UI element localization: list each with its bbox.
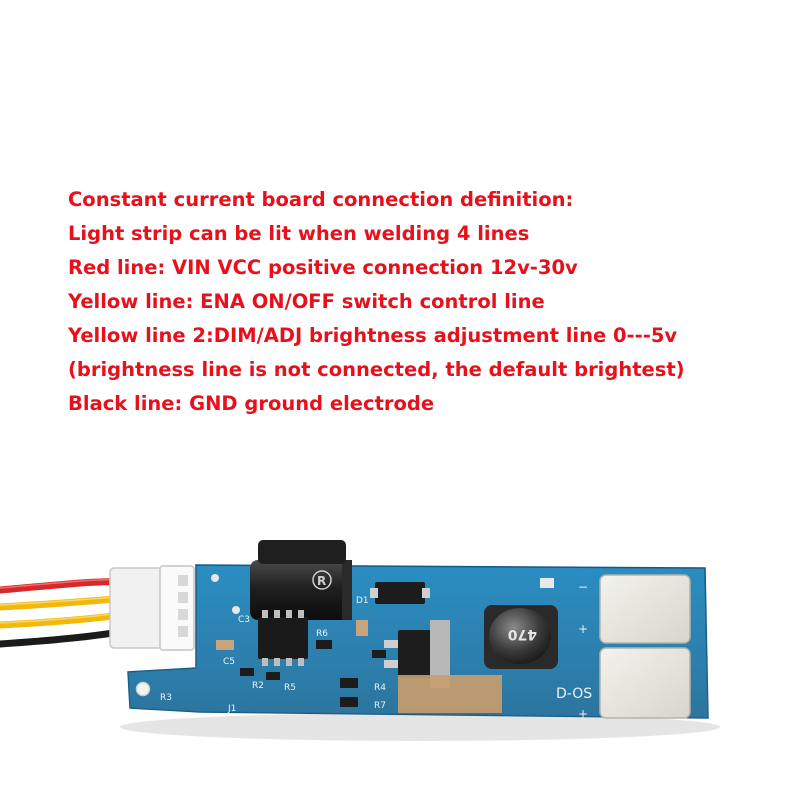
svg-text:R: R bbox=[317, 574, 326, 588]
silk-r5: R5 bbox=[284, 683, 296, 693]
silk-plus-bottom: + bbox=[578, 707, 588, 721]
inductor-marking: 470 bbox=[508, 626, 537, 642]
wire-connector bbox=[109, 565, 195, 651]
caption-line-black-wire: Black line: GND ground electrode bbox=[68, 392, 435, 415]
caption-line-yellow-wire: Yellow line: ENA ON/OFF switch control l… bbox=[68, 290, 545, 313]
board-shadow bbox=[120, 713, 720, 741]
caption-line-title: Constant current board connection defini… bbox=[68, 188, 574, 211]
silk-r2: R2 bbox=[252, 681, 264, 691]
diode-d1 bbox=[370, 582, 430, 604]
silk-r4: R4 bbox=[374, 683, 386, 693]
silk-board-name: D-OS bbox=[556, 686, 592, 702]
connection-definition-text: Constant current board connection defini… bbox=[68, 183, 788, 421]
ic-chip bbox=[258, 610, 308, 666]
silk-r7: R7 bbox=[374, 701, 386, 711]
caption-line-brightness-note: (brightness line is not connected, the d… bbox=[68, 358, 685, 381]
inductor: 470 bbox=[484, 605, 558, 669]
silk-minus-top: − bbox=[578, 580, 588, 594]
copper-pad bbox=[398, 675, 502, 713]
silk-c3: C3 bbox=[238, 615, 250, 625]
silk-d1: D1 bbox=[356, 596, 369, 606]
electrolytic-capacitor: R bbox=[250, 540, 352, 620]
board-photo: R bbox=[0, 540, 720, 741]
silk-c5: C5 bbox=[223, 657, 235, 667]
caption-line-yellow-wire-2: Yellow line 2:DIM/ADJ brightness adjustm… bbox=[68, 324, 678, 347]
silk-plus-top: + bbox=[578, 622, 588, 636]
led-output-pads bbox=[599, 574, 691, 719]
silk-j1: J1 bbox=[227, 704, 236, 714]
mosfet bbox=[384, 620, 450, 688]
silk-r3: R3 bbox=[160, 693, 172, 703]
smd-components bbox=[216, 578, 554, 707]
silk-r6: R6 bbox=[316, 629, 328, 639]
caption-line-red-wire: Red line: VIN VCC positive connection 12… bbox=[68, 256, 578, 279]
silkscreen-labels: D1 R6 C3 C5 R2 R5 R4 R7 R3 J1 − + + D-OS bbox=[160, 580, 592, 721]
caption-line-light-strip: Light strip can be lit when welding 4 li… bbox=[68, 222, 530, 245]
